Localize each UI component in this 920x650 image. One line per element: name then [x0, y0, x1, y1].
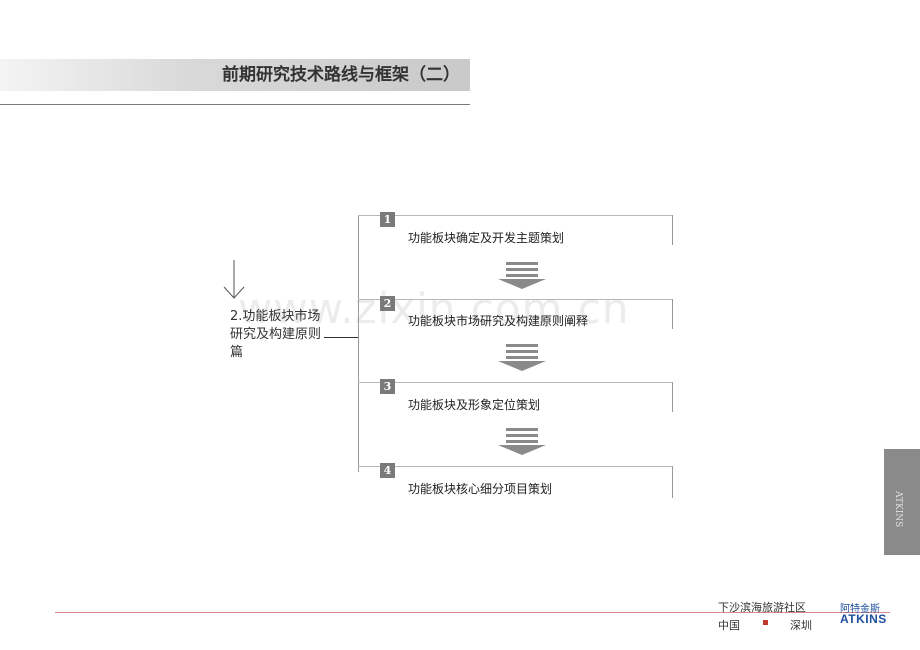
section-label: 2.功能板块市场研究及构建原则篇 [230, 309, 322, 360]
step-label: 功能板块市场研究及构建原则阐释 [408, 314, 589, 328]
bracket-line [358, 215, 359, 472]
step-number-badge: 1 [380, 212, 395, 227]
step-label: 功能板块核心细分项目策划 [408, 482, 553, 496]
step-right-line [672, 299, 673, 329]
step-right-line [672, 382, 673, 412]
footer-country: 中国 [718, 619, 740, 632]
page-title: 前期研究技术路线与框架（二） [222, 65, 460, 85]
footer-separator-dot [763, 620, 768, 625]
step-label: 功能板块及形象定位策划 [408, 398, 541, 412]
title-bar [0, 59, 470, 91]
down-arrow-icon [498, 262, 546, 289]
connector-line [324, 337, 358, 338]
step-top-line [358, 382, 673, 383]
step-number-badge: 4 [380, 463, 395, 478]
watermark: www.zixin.com.cn [238, 284, 630, 333]
step-number-badge: 2 [380, 296, 395, 311]
step-number-badge: 3 [380, 379, 395, 394]
footer-project-name: 下沙滨海旅游社区 [718, 601, 806, 614]
down-arrow-icon [223, 260, 245, 299]
footer-city: 深圳 [790, 619, 812, 632]
brand-name-cn: 阿特金斯 [840, 604, 880, 615]
brand-logo: ATKINS [840, 612, 887, 626]
down-arrow-icon [498, 428, 546, 455]
footer-line [55, 612, 890, 613]
step-top-line [358, 466, 673, 467]
side-tab [884, 449, 920, 555]
step-label: 功能板块确定及开发主题策划 [408, 231, 565, 245]
side-tab-text: ATKINS [893, 491, 903, 528]
step-top-line [358, 215, 673, 216]
step-right-line [672, 466, 673, 498]
step-top-line [358, 299, 673, 300]
title-underline [0, 104, 470, 105]
step-right-line [672, 215, 673, 245]
down-arrow-icon [498, 344, 546, 371]
